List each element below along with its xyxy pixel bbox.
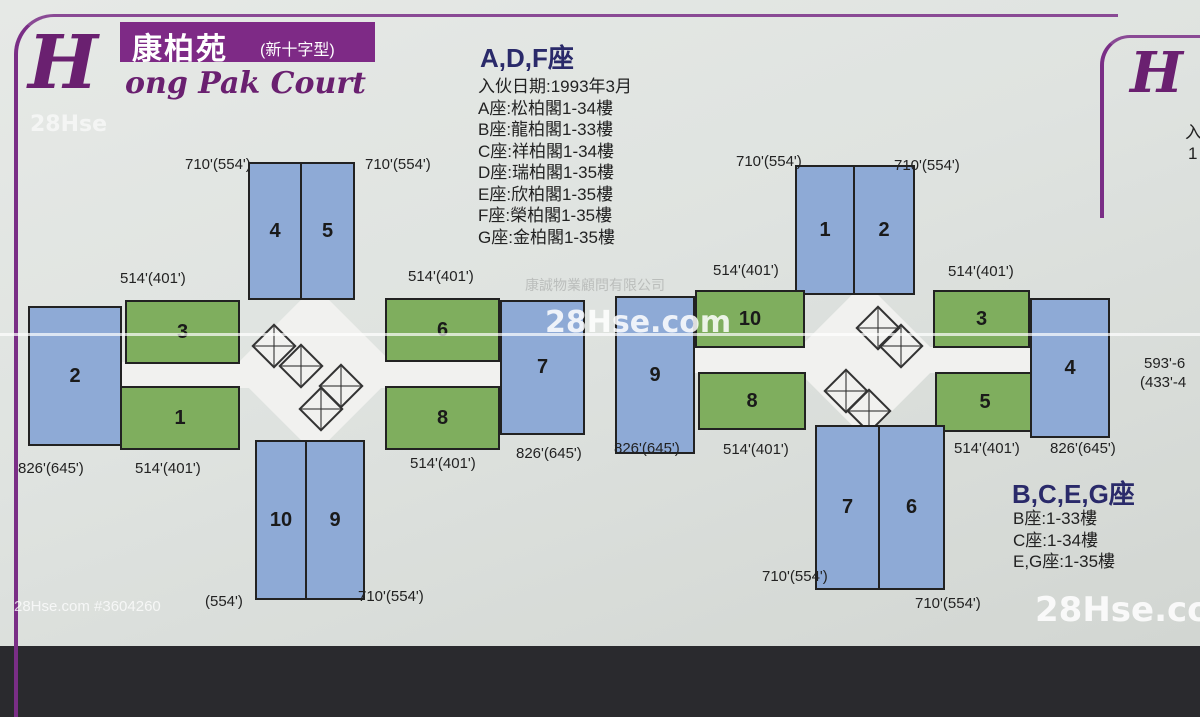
block-line: A座:松柏閣1-34樓 bbox=[478, 98, 614, 118]
block-line: C座:祥柏閣1-34樓 bbox=[478, 141, 615, 161]
unit-area-label: 514'(401') bbox=[723, 441, 789, 458]
estate-name-en: ong Pak Court bbox=[125, 66, 367, 101]
unit-5[interactable]: 5 bbox=[300, 162, 355, 300]
block-line: G座:金柏閣1-35樓 bbox=[478, 227, 615, 247]
unit-area-label: 514'(401') bbox=[408, 268, 474, 285]
unit-area-label: 826'(645') bbox=[18, 460, 84, 477]
next-panel-logo: H bbox=[1130, 40, 1183, 106]
watermark-logo: 28Hse.com bbox=[545, 305, 732, 340]
block-line: C座:1-34樓 bbox=[1013, 530, 1099, 550]
unit-4[interactable]: 4 bbox=[248, 162, 302, 300]
company-name: 康誠物業顧問有限公司 bbox=[525, 277, 665, 293]
purple-frame bbox=[14, 14, 1118, 717]
unit-8[interactable]: 8 bbox=[698, 372, 806, 430]
block-bceg-floors: B座:1-33樓 C座:1-34樓 E,G座:1-35樓 bbox=[1013, 508, 1115, 573]
block-line: E,G座:1-35樓 bbox=[1013, 552, 1116, 571]
unit-area-label: 710'(554') bbox=[185, 156, 251, 173]
logo-script-initial: H bbox=[28, 20, 98, 106]
block-line: B座:1-33樓 bbox=[1013, 509, 1098, 528]
next-panel-text: 1 bbox=[1188, 144, 1198, 163]
unit-1[interactable]: 1 bbox=[120, 386, 240, 450]
unit-6[interactable]: 6 bbox=[878, 425, 945, 590]
unit-area-label: 514'(401') bbox=[135, 460, 201, 477]
unit-4[interactable]: 4 bbox=[1030, 298, 1110, 438]
unit-area-label: 710'(554') bbox=[736, 153, 802, 170]
unit-area-label: 514'(401') bbox=[954, 440, 1020, 457]
next-panel-area: 593'-6 bbox=[1144, 355, 1186, 372]
unit-area-label: 710'(554') bbox=[894, 157, 960, 174]
unit-7[interactable]: 7 bbox=[500, 300, 585, 435]
unit-3[interactable]: 3 bbox=[125, 300, 240, 364]
block-adf-title: A,D,F座 bbox=[480, 43, 574, 73]
block-info: 入伙日期:1993年3月 A座:松柏閣1-34樓 B座:龍柏閣1-33樓 C座:… bbox=[478, 76, 632, 248]
unit-9[interactable]: 9 bbox=[305, 440, 365, 600]
unit-10[interactable]: 10 bbox=[255, 440, 307, 600]
unit-area-label: 826'(645') bbox=[614, 440, 680, 457]
unit-area-label: 514'(401') bbox=[410, 455, 476, 472]
watermark-logo: 28Hse.com bbox=[1035, 590, 1200, 630]
block-line: F座:榮柏閣1-35樓 bbox=[478, 206, 613, 225]
unit-area-label: 710'(554') bbox=[358, 588, 424, 605]
unit-area-label: 826'(645') bbox=[516, 445, 582, 462]
watermark-logo: 28Hse bbox=[30, 112, 108, 137]
block-line: E座:欣柏閣1-35樓 bbox=[478, 184, 614, 204]
unit-2[interactable]: 2 bbox=[853, 165, 915, 295]
unit-9[interactable]: 9 bbox=[615, 296, 695, 454]
unit-area-label: 710'(554') bbox=[365, 156, 431, 173]
unit-area-label: (554') bbox=[205, 593, 243, 610]
watermark-site-id: 28Hse.com #3604260 bbox=[14, 598, 161, 615]
unit-area-label: 826'(645') bbox=[1050, 440, 1116, 457]
unit-area-label: 710'(554') bbox=[762, 568, 828, 585]
unit-1[interactable]: 1 bbox=[795, 165, 855, 295]
next-panel-text: 入 bbox=[1185, 123, 1200, 142]
estate-name-cn: 康柏苑 bbox=[132, 33, 228, 66]
unit-10[interactable]: 10 bbox=[695, 290, 805, 348]
paper-crease bbox=[0, 333, 1200, 336]
unit-3[interactable]: 3 bbox=[933, 290, 1030, 348]
unit-area-label: 710'(554') bbox=[915, 595, 981, 612]
unit-area-label: 514'(401') bbox=[948, 263, 1014, 280]
next-panel-area: (433'-4 bbox=[1140, 374, 1187, 391]
block-line: D座:瑞柏閣1-35樓 bbox=[478, 163, 615, 182]
unit-area-label: 514'(401') bbox=[713, 262, 779, 279]
unit-5[interactable]: 5 bbox=[935, 372, 1035, 432]
title-bar: 康柏苑 (新十字型) bbox=[120, 22, 375, 66]
block-bceg-title: B,C,E,G座 bbox=[1012, 479, 1135, 509]
unit-2[interactable]: 2 bbox=[28, 306, 122, 446]
unit-6[interactable]: 6 bbox=[385, 298, 500, 362]
block-line: B座:龍柏閣1-33樓 bbox=[478, 120, 614, 139]
unit-area-label: 514'(401') bbox=[120, 270, 186, 287]
next-panel-frame bbox=[1100, 35, 1200, 218]
intake-date: 入伙日期:1993年3月 bbox=[478, 77, 632, 96]
unit-7[interactable]: 7 bbox=[815, 425, 880, 590]
unit-8[interactable]: 8 bbox=[385, 386, 500, 450]
estate-type: (新十字型) bbox=[260, 42, 335, 59]
